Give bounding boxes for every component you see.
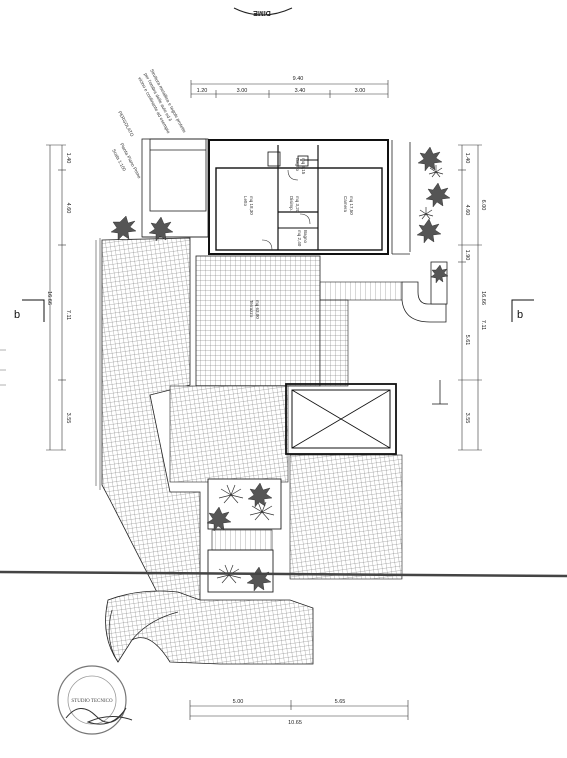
room-letto-name: Letto — [243, 196, 248, 207]
door-swing-1 — [261, 239, 273, 251]
external-wall-right — [391, 140, 448, 405]
door-swing-2 — [299, 213, 311, 225]
left-dim-2: 4.60 — [65, 203, 71, 214]
professional-stamp: STUDIO TECNICO — [57, 665, 133, 735]
top-dim-4: 3.00 — [355, 88, 366, 94]
top-dimension-chain — [190, 80, 389, 98]
door-swing-3 — [287, 169, 299, 181]
left-dim-1: 1.40 — [65, 153, 71, 164]
top-dim-2: 3.00 — [237, 88, 248, 94]
right-dim-4: 5.61 — [464, 335, 470, 346]
stamp-text: STUDIO TECNICO — [71, 699, 113, 704]
right-dim-outer-2: 16.66 — [480, 291, 486, 305]
right-dim-1: 1.40 — [464, 153, 470, 164]
pergola — [141, 138, 210, 238]
section-mark-left-label: b — [14, 309, 20, 321]
top-dim-3: 3.40 — [295, 88, 306, 94]
room-camera-area: mq 17,50 — [349, 196, 354, 215]
section-mark-right — [511, 299, 534, 322]
terrace-paving-right — [319, 299, 349, 387]
top-dim-1: 1.20 — [197, 88, 208, 94]
steps-strip — [211, 529, 273, 551]
room-bagno-1-name: Bagno — [295, 158, 300, 172]
bottom-dim-total: 10.65 — [288, 720, 302, 726]
bottom-dimension-chain — [189, 700, 409, 720]
right-dim-outer-3: 7.11 — [480, 320, 486, 330]
palm-icon — [216, 165, 444, 584]
room-disimpegno-area: mq 3,20 — [295, 196, 300, 213]
room-bagno-1: Bagno mq 6,15 — [295, 158, 306, 175]
right-dim-2: 4.60 — [464, 205, 470, 216]
terrace-paving-center — [195, 255, 321, 387]
room-letto: Letto mq 18,30 — [243, 196, 254, 215]
right-dim-3: 1.90 — [464, 250, 470, 261]
room-bagno-2-name: Bagno — [303, 230, 308, 244]
room-bagno-2: Bagno mq 2,40 — [297, 230, 308, 247]
room-disimpegno-name: Disimp. — [289, 196, 294, 211]
left-dimension-chain — [46, 144, 66, 451]
bottom-dim-1: 5.00 — [233, 699, 244, 705]
room-bagno-2-area: mq 2,40 — [297, 230, 302, 247]
room-bagno-1-area: mq 6,15 — [301, 158, 306, 175]
skylight — [285, 383, 397, 455]
plant-icon — [110, 146, 451, 592]
terrace-name: Terrazzo — [249, 300, 254, 318]
pergolato-label: PERGOLATO — [117, 110, 135, 138]
header-stamp: DIME — [233, 7, 293, 16]
right-dim-5: 3.55 — [464, 413, 470, 424]
left-dim-total: 16.66 — [46, 291, 52, 305]
garden-border — [95, 238, 101, 490]
header-stamp-text: DIME — [253, 9, 271, 16]
margin-marks — [0, 349, 6, 386]
room-camera: Camera mq 17,50 — [343, 196, 354, 215]
signature — [65, 707, 133, 725]
left-dim-3: 7.11 — [65, 310, 71, 320]
curved-staircase — [105, 590, 314, 665]
terrace-paving-lower — [169, 385, 289, 483]
top-dim-total: 9.40 — [293, 76, 304, 82]
room-disimpegno: Disimp. mq 3,20 — [289, 196, 300, 213]
terrace-paving-lower-right — [289, 454, 403, 580]
room-letto-area: mq 18,30 — [249, 196, 254, 215]
terrace-label: Terrazzo mq 63,00 — [249, 300, 260, 319]
section-cut-line — [0, 570, 567, 578]
section-mark-left — [22, 299, 45, 322]
terrace-paving-left — [101, 237, 201, 601]
right-dim-outer-1: 6.00 — [480, 200, 486, 211]
bottom-dim-2: 5.65 — [335, 699, 346, 705]
right-dimension-chain — [458, 144, 482, 451]
room-camera-name: Camera — [343, 196, 348, 213]
section-mark-right-label: b — [517, 309, 523, 321]
terrace-area: mq 63,00 — [255, 300, 260, 319]
building-outline — [208, 139, 389, 255]
left-dim-4: 3.55 — [65, 413, 71, 424]
stair-run — [319, 281, 403, 301]
